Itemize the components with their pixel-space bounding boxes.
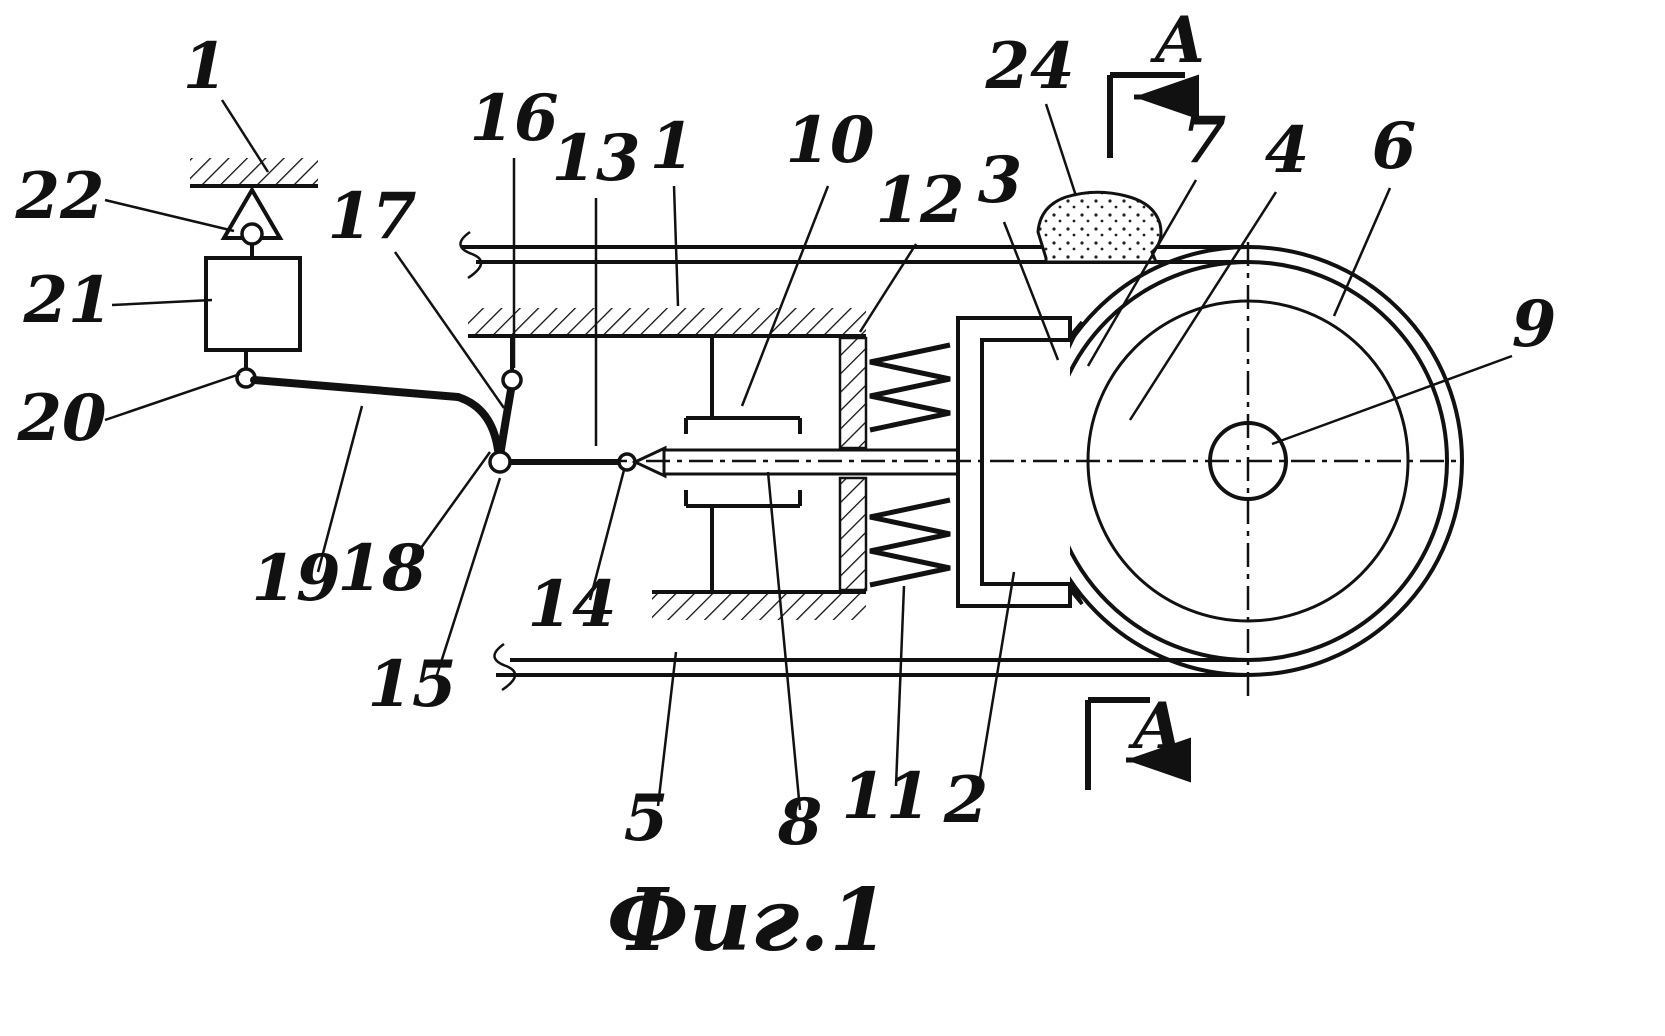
figure-caption: Фиг.1 <box>607 870 889 971</box>
leader-part17 <box>393 251 506 409</box>
ground-hatch <box>190 158 318 186</box>
rod-19-bend <box>454 393 502 454</box>
belt-break-top <box>459 230 483 280</box>
leader-part2 <box>976 571 1016 791</box>
leader-part6 <box>1332 187 1392 317</box>
label-part-13: 13 <box>551 121 640 196</box>
leader-part20 <box>104 372 241 422</box>
leader-part15 <box>434 477 502 679</box>
label-section-a-top: A <box>1150 3 1205 78</box>
leader-part4 <box>1128 191 1278 421</box>
label-part-4: 4 <box>1265 113 1310 188</box>
label-part-18: 18 <box>337 531 426 606</box>
leader-part18 <box>406 451 492 567</box>
leader-part10 <box>740 185 830 407</box>
label-part-16: 16 <box>469 81 558 156</box>
section-mark-bottom <box>1085 697 1191 790</box>
leader-part5 <box>656 651 678 807</box>
piston-hatch-bottom <box>838 476 868 592</box>
centerlines <box>560 242 1460 700</box>
label-part-6: 6 <box>1372 109 1417 184</box>
linkage <box>250 336 637 474</box>
leader-part3 <box>1002 221 1060 361</box>
leader-part7 <box>1086 179 1198 367</box>
rod-19 <box>250 376 462 401</box>
leader-part22 <box>104 198 235 233</box>
label-part-17: 17 <box>327 179 416 254</box>
label-part-3: 3 <box>978 143 1023 218</box>
label-part-2: 2 <box>943 763 989 838</box>
crank-arm-17 <box>496 380 516 460</box>
leader-part24 <box>1044 103 1078 197</box>
leader-part19 <box>316 405 364 573</box>
label-part-22: 22 <box>14 159 104 234</box>
leader-part1-support <box>220 99 270 173</box>
label-part-12: 12 <box>875 163 964 238</box>
label-part-8: 8 <box>777 785 823 860</box>
label-section-a-bottom: A <box>1128 689 1183 764</box>
label-part-9: 9 <box>1512 287 1557 362</box>
leader-part1-wall <box>672 185 680 307</box>
weight-block <box>204 256 302 352</box>
label-part-7: 7 <box>1182 103 1227 178</box>
label-part-5: 5 <box>624 781 669 856</box>
pivot-22-circle <box>240 222 264 246</box>
leader-part9 <box>1271 354 1513 446</box>
label-part-24: 24 <box>984 29 1074 104</box>
leader-part12 <box>858 243 918 333</box>
label-part-1-wall: 1 <box>650 109 695 184</box>
ground-anchor <box>190 158 318 246</box>
leader-lines <box>104 99 1513 811</box>
label-part-15: 15 <box>367 647 456 722</box>
part-labels: 1 22 21 20 17 16 13 1 10 12 3 24 A 7 4 6… <box>14 3 1556 860</box>
elbow-pivot-18 <box>488 450 512 474</box>
belt-break-bottom <box>493 642 517 692</box>
piston-hatch-top <box>838 336 868 450</box>
label-part-20: 20 <box>16 381 106 456</box>
spring-top <box>869 342 951 433</box>
pivot-16-circle <box>501 369 523 391</box>
label-part-19: 19 <box>251 541 340 616</box>
leader-part8 <box>766 471 802 811</box>
leader-part21 <box>111 298 213 307</box>
springs <box>869 342 951 588</box>
top-wall-hatch <box>468 308 866 336</box>
bottom-wall-hatch <box>652 592 866 620</box>
label-part-21: 21 <box>22 263 112 338</box>
leader-part11 <box>894 585 906 787</box>
weight-assembly <box>204 244 302 389</box>
spring-bottom <box>869 497 951 588</box>
section-mark-top <box>1107 72 1199 158</box>
weld-blob <box>1036 190 1163 264</box>
label-part-11: 11 <box>841 759 930 834</box>
label-part-1-support: 1 <box>183 29 228 104</box>
leader-part14 <box>588 469 626 601</box>
label-part-10: 10 <box>785 103 874 178</box>
label-part-14: 14 <box>527 567 616 642</box>
